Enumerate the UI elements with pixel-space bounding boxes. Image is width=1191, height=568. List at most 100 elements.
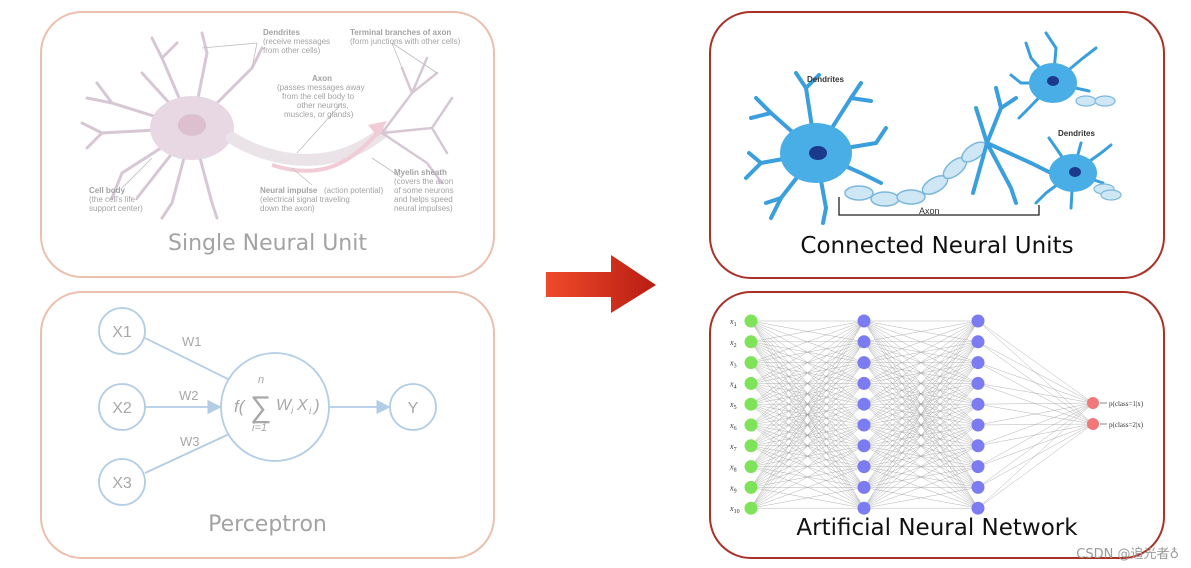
- input-label: x4: [729, 379, 737, 390]
- label-terminal: Terminal branches of axon: [350, 28, 451, 37]
- input-label: x1: [729, 317, 737, 328]
- label-dendrites-desc2: from other cells): [263, 46, 321, 55]
- input-x1-label: X1: [112, 324, 132, 341]
- ann-edge: [863, 320, 979, 509]
- hidden-node: [971, 418, 985, 432]
- label-myelin-desc2: of some neurons: [394, 186, 454, 195]
- input-node: [744, 376, 758, 390]
- label-axon-desc4: muscles, or glands): [284, 110, 354, 119]
- input-node: [744, 501, 758, 515]
- perceptron-diagram: X1 X2 X3 Y W1 W2 W3 f( ∑ n i=1 W i X i ): [98, 307, 437, 506]
- weight-w3-label: W3: [180, 434, 200, 449]
- ann-edge: [977, 320, 1094, 404]
- ann-edge: [863, 320, 979, 446]
- hidden-node: [857, 397, 871, 411]
- ann-edge: [750, 445, 865, 509]
- label-axon: Axon: [312, 74, 332, 83]
- label-impulse: Neural impulse: [260, 186, 318, 195]
- ann-edge: [750, 341, 865, 509]
- label-impulse-ap: (action potential): [324, 186, 383, 195]
- output-node-y: [389, 383, 437, 431]
- input-label: x5: [729, 400, 737, 411]
- formula-sigma: ∑: [250, 391, 271, 424]
- ann-nodes: [744, 314, 1099, 515]
- ann-edge: [750, 320, 865, 384]
- label-axon-connected: Axon: [919, 206, 940, 216]
- input-label: x6: [729, 421, 737, 432]
- ann-edge: [977, 402, 1094, 488]
- label-myelin-desc3: and helps speed: [394, 195, 453, 204]
- ann-diagram: x1x2x3x4x5x6x7x8x9x10p(class=1|x)p(class…: [729, 314, 1144, 515]
- ann-edge: [863, 362, 979, 509]
- connected-neurons-illustration: Dendrites Dendrites Axon: [744, 31, 1122, 225]
- ann-edge: [863, 404, 979, 509]
- input-node-x2: [98, 383, 146, 431]
- label-dendrites: Dendrites: [263, 28, 300, 37]
- ann-edge: [863, 320, 979, 343]
- label-cell-body-desc1: (the cell's life-: [89, 195, 138, 204]
- ann-edge: [750, 383, 865, 509]
- label-axon-desc1: (passes messages away: [277, 83, 365, 92]
- label-dendrites-right: Dendrites: [1058, 129, 1095, 138]
- watermark: CSDN @追光者♁: [1076, 547, 1179, 562]
- ann-labels: x1x2x3x4x5x6x7x8x9x10p(class=1|x)p(class…: [729, 317, 1144, 515]
- ann-edge: [977, 362, 1094, 404]
- ann-edge: [750, 320, 865, 446]
- ann-edge: [863, 320, 979, 363]
- transition-arrow: [546, 255, 656, 313]
- input-node: [744, 356, 758, 370]
- ann-edge: [750, 320, 865, 488]
- input-node: [744, 418, 758, 432]
- label-impulse-desc1: (electrical signal traveling: [260, 195, 350, 204]
- weight-w1-label: W1: [182, 334, 202, 349]
- input-label: x3: [729, 359, 737, 370]
- hidden-node: [857, 439, 871, 453]
- output-label: p(class=2|x): [1109, 421, 1144, 429]
- hidden-node: [857, 418, 871, 432]
- formula-close: ): [312, 396, 320, 415]
- hidden-node: [971, 439, 985, 453]
- ann-edge: [863, 320, 979, 405]
- single-neural-unit-caption: Single Neural Unit: [168, 231, 367, 256]
- hidden-node: [971, 335, 985, 349]
- ann-edge: [977, 402, 1094, 509]
- hidden-node: [971, 501, 985, 515]
- input-x2-label: X2: [112, 400, 132, 417]
- ann-edge: [977, 402, 1094, 467]
- formula-x: X: [296, 397, 309, 414]
- ann-edge: [750, 424, 865, 509]
- ann-edge: [977, 341, 1094, 404]
- hidden-node: [971, 460, 985, 474]
- hidden-node: [857, 376, 871, 390]
- ann-edge: [750, 320, 865, 363]
- weight-w2-label: W2: [179, 388, 199, 403]
- ann-edge: [750, 320, 865, 405]
- input-node: [744, 314, 758, 328]
- input-label: x7: [729, 442, 737, 453]
- formula-upper: n: [258, 374, 264, 386]
- hidden-node: [857, 314, 871, 328]
- neuron-illustration: Dendrites (receive messages from other c…: [80, 28, 461, 220]
- formula-f: f(: [234, 397, 247, 416]
- label-cell-body-desc2: support center): [89, 204, 143, 213]
- formula-w: W: [276, 397, 293, 414]
- label-axon-desc2: from the cell body to: [282, 92, 355, 101]
- perceptron-panel: X1 X2 X3 Y W1 W2 W3 f( ∑ n i=1 W i X i )…: [40, 291, 495, 559]
- hidden-node: [857, 501, 871, 515]
- input-node: [744, 460, 758, 474]
- ann-edge: [863, 424, 979, 509]
- summation-node: [220, 352, 330, 462]
- ann-edge: [977, 423, 1094, 509]
- input-label: x10: [729, 504, 740, 515]
- formula-x-sub: i: [309, 406, 312, 417]
- ann-edge: [863, 383, 979, 509]
- connected-neural-units-panel: Dendrites Dendrites Axon Connected Neura…: [709, 11, 1165, 279]
- input-node: [744, 480, 758, 494]
- output-node: [1087, 397, 1099, 409]
- hidden-node: [971, 314, 985, 328]
- formula-lower: i=1: [252, 422, 267, 434]
- input-node: [744, 335, 758, 349]
- hidden-node: [857, 460, 871, 474]
- label-dendrites-desc1: (receive messages: [263, 37, 330, 46]
- output-label: p(class=1|x): [1109, 400, 1144, 408]
